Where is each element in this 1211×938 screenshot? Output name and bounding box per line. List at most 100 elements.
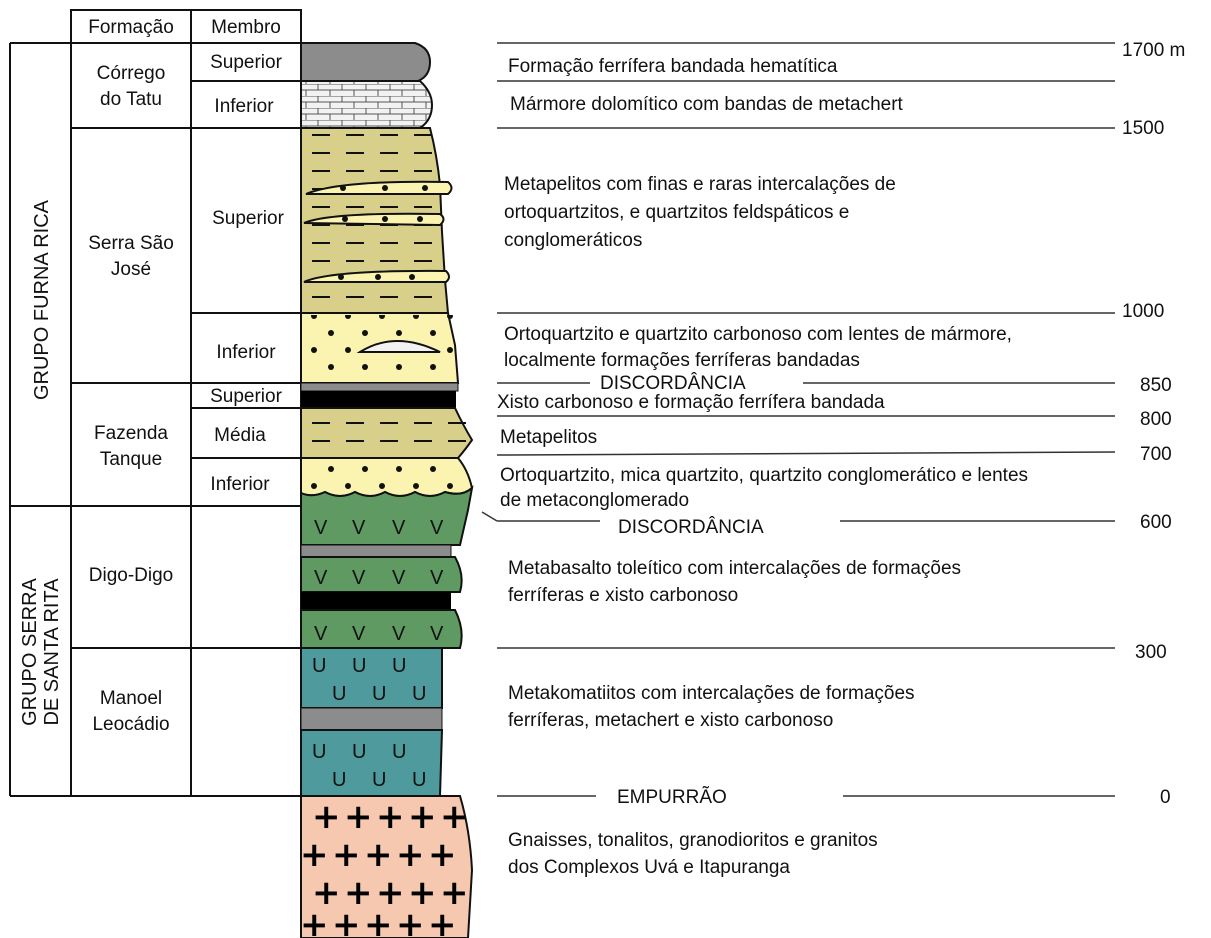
plus-symbol: + [428, 905, 457, 938]
marble-lens [356, 340, 441, 353]
plus-symbol: + [312, 797, 341, 837]
v-symbol: V [392, 517, 406, 539]
plus-symbol: + [408, 873, 437, 913]
desc-metabasalt-line1: Metabasalto toleítico com intercalações … [508, 558, 961, 579]
label-empurrao: EMPURRÃO [617, 786, 727, 808]
layer-metabasalt-3 [300, 609, 463, 649]
plus-symbol: + [300, 905, 329, 938]
desc-komatiite-line1: Metakomatiitos com intercalações de form… [508, 683, 915, 704]
metapelite-media-dash-pattern [301, 408, 466, 458]
plus-symbol: + [312, 873, 341, 913]
u-symbol: U [392, 655, 406, 677]
formation-digo-digo: Digo-Digo [89, 565, 173, 586]
group-santa-rita-line2: DE SANTA RITA [41, 578, 63, 726]
member-fazenda-media: Média [214, 425, 266, 446]
plus-symbol: + [408, 797, 437, 837]
v-symbol: V [392, 567, 406, 589]
layer-hematitic-bif [300, 42, 432, 82]
plus-symbol: + [300, 835, 329, 875]
plus-symbol: + [344, 797, 373, 837]
layer-carbonaceous-schist [301, 391, 456, 408]
u-symbol: U [352, 741, 366, 763]
layer-dolomitic-marble [300, 80, 434, 129]
u-symbol: U [312, 655, 326, 677]
member-corrego-inferior: Inferior [214, 96, 274, 117]
formation-manoel-line1: Manoel [100, 688, 162, 709]
v-symbol: V [352, 623, 366, 645]
desc-orthoquartzite-line1: Ortoquartzito e quartzito carbonoso com … [504, 324, 1012, 345]
formation-fazenda-line1: Fazenda [94, 423, 168, 444]
komatiite-symbols: U U U U U U U U U U U U [312, 655, 426, 791]
scale-1700: 1700 m [1122, 40, 1185, 61]
plus-symbol: + [428, 835, 457, 875]
desc-quartzite-inferior-line2: de metaconglomerado [500, 490, 689, 511]
plus-symbol: + [440, 873, 469, 913]
member-corrego-superior: Superior [210, 52, 282, 73]
desc-carbonaceous-schist: Xisto carbonoso e formação ferrífera ban… [497, 392, 885, 413]
label-discordancia-2: DISCORDÂNCIA [618, 516, 764, 538]
v-symbol: V [430, 567, 444, 589]
u-symbol: U [372, 769, 386, 791]
scale-300: 300 [1135, 642, 1167, 663]
desc-orthoquartzite-line2: localmente formações ferríferas bandadas [504, 350, 860, 371]
v-symbol: V [392, 623, 406, 645]
formation-serra-line2: José [111, 259, 151, 280]
scale-1500: 1500 [1122, 118, 1164, 139]
line-700 [496, 451, 1116, 456]
member-fazenda-superior: Superior [210, 386, 282, 407]
desc-metapelites-line1: Metapelitos com finas e raras intercalaç… [504, 174, 896, 195]
discordance-tick [481, 511, 498, 522]
u-symbol: U [412, 683, 426, 705]
u-symbol: U [392, 741, 406, 763]
desc-metapelites-line2: ortoquartzitos, e quartzitos feldspático… [504, 202, 849, 223]
v-symbol: V [314, 517, 328, 539]
group-santa-rita-line1: GRUPO SERRA [19, 577, 41, 725]
scale-600: 600 [1140, 512, 1172, 533]
desc-metapelites-line3: conglomeráticos [504, 230, 642, 251]
member-fazenda-inferior: Inferior [210, 474, 270, 495]
formation-serra-line1: Serra São [88, 233, 174, 254]
desc-gneiss-line2: dos Complexos Uvá e Itapuranga [508, 857, 790, 878]
u-symbol: U [312, 741, 326, 763]
layer-gray-band-komatiite [300, 707, 443, 731]
layer-gneiss-basement [300, 795, 474, 938]
u-symbol: U [412, 769, 426, 791]
desc-hematitic-bif: Formação ferrífera bandada hematítica [508, 56, 838, 77]
layer-metabasalt-2 [300, 556, 463, 593]
header-formation: Formação [88, 17, 174, 38]
formation-fazenda-line2: Tanque [100, 449, 162, 470]
scale-700: 700 [1140, 444, 1172, 465]
lithologic-column [300, 42, 474, 938]
scale-0: 0 [1160, 787, 1171, 808]
desc-dolomitic-marble: Mármore dolomítico com bandas de metache… [510, 94, 904, 115]
boundary-lines [481, 42, 1116, 797]
volcanic-symbols: V V V V V V V V V V V V [314, 517, 444, 645]
v-symbol: V [430, 623, 444, 645]
quartzite-lens-1 [305, 180, 453, 195]
plus-symbol: + [440, 797, 469, 837]
plus-symbol: + [332, 905, 361, 938]
granite-symbols: + + + + + + + + + + + + + + + + + + + + [300, 797, 469, 938]
layer-metabasalt-1 [300, 485, 474, 546]
v-symbol: V [314, 623, 328, 645]
group-furna-rica: GRUPO FURNA RICA [31, 199, 53, 400]
plus-symbol: + [364, 905, 393, 938]
desc-metabasalt-line2: ferríferas e xisto carbonoso [508, 585, 738, 606]
formation-corrego-line1: Córrego [97, 63, 166, 84]
u-symbol: U [372, 683, 386, 705]
desc-quartzite-inferior-line1: Ortoquartzito, mica quartzito, quartzito… [500, 465, 1028, 486]
quartzite-inferior-dot-pattern [303, 460, 463, 490]
quartzite-lens-2 [303, 212, 445, 227]
desc-komatiite-line2: ferríferas, metachert e xisto carbonoso [508, 710, 833, 731]
strat-table [9, 9, 302, 797]
scale-1000: 1000 [1122, 301, 1164, 322]
plus-symbol: + [396, 835, 425, 875]
plus-symbol: + [376, 873, 405, 913]
desc-gneiss-line1: Gnaisses, tonalitos, granodioritos e gra… [508, 830, 878, 851]
plus-symbol: + [376, 797, 405, 837]
scale-800: 800 [1140, 409, 1172, 430]
label-discordancia-1: DISCORDÂNCIA [600, 372, 746, 394]
plus-symbol: + [344, 873, 373, 913]
layer-gray-band-basalt [300, 544, 452, 558]
